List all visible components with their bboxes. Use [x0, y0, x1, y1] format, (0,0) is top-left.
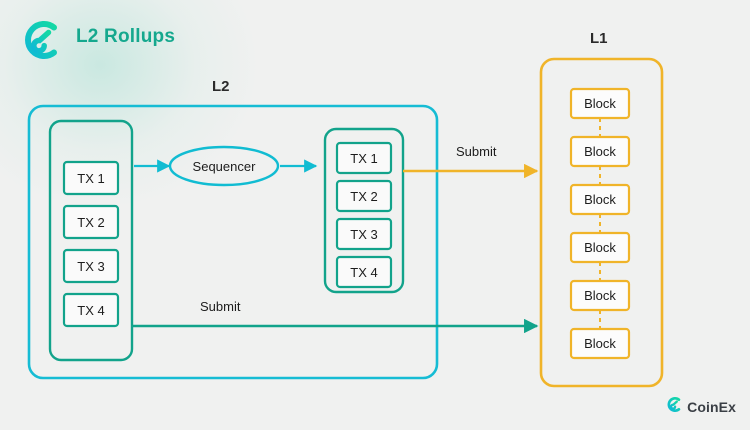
l1-block-box[interactable] [569, 279, 631, 312]
l1-container [539, 57, 664, 388]
l1-block-box[interactable] [569, 135, 631, 168]
sequencer-node[interactable] [168, 145, 280, 187]
watermark: CoinEx [665, 396, 736, 418]
l1-block-box[interactable] [569, 87, 631, 120]
watermark-label: CoinEx [687, 399, 736, 415]
submit-top-label: Submit [456, 144, 497, 159]
tx-mempool-group [48, 119, 134, 362]
l1-block-box[interactable] [569, 327, 631, 360]
l2-section-label: L2 [212, 78, 230, 95]
submit-bottom-label: Submit [200, 299, 241, 314]
tx-batch-box[interactable] [335, 217, 393, 251]
tx-mempool-box[interactable] [62, 204, 120, 240]
tx-mempool-box[interactable] [62, 160, 120, 196]
tx-batch-group [323, 127, 405, 294]
page-title: L2 Rollups [76, 26, 176, 47]
tx-mempool-box[interactable] [62, 292, 120, 328]
tx-batch-box[interactable] [335, 141, 393, 175]
coinex-spiral-logo-icon [665, 396, 682, 418]
l1-section-label: L1 [590, 30, 608, 47]
l1-block-box[interactable] [569, 231, 631, 264]
coinex-spiral-logo-icon [18, 18, 62, 67]
tx-mempool-box[interactable] [62, 248, 120, 284]
l1-block-box[interactable] [569, 183, 631, 216]
tx-batch-box[interactable] [335, 255, 393, 289]
tx-batch-box[interactable] [335, 179, 393, 213]
l2-container [27, 104, 439, 380]
